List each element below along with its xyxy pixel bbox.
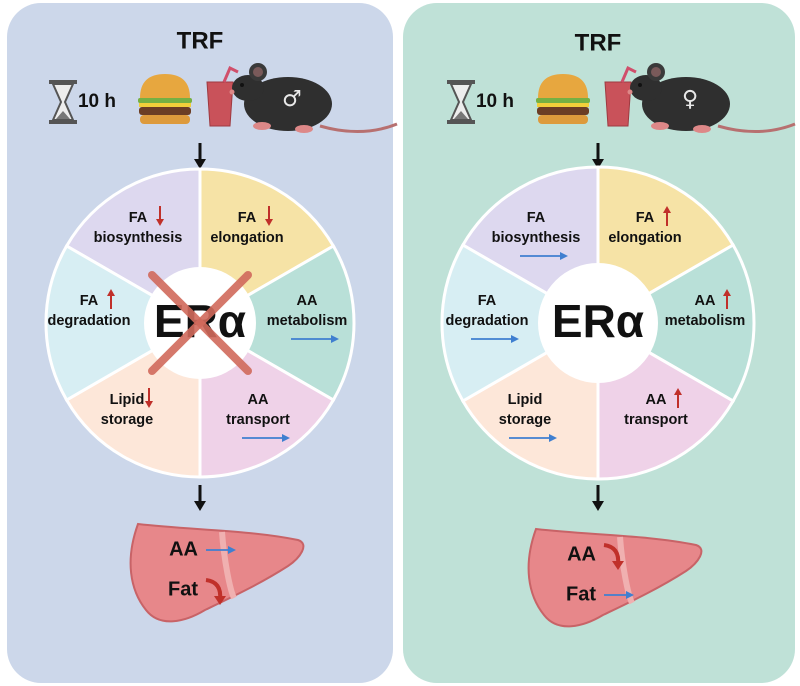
no-change-arrow: [520, 252, 568, 260]
segment-label-line2: biosynthesis: [492, 230, 581, 246]
burger-icon: [138, 74, 192, 124]
segment-label-line2: metabolism: [665, 313, 746, 329]
flow-arrow: [592, 485, 604, 511]
down-regulated-arrow: [265, 206, 273, 226]
up-regulated-arrow: [674, 388, 682, 408]
segment-label-line2: biosynthesis: [94, 230, 183, 246]
segment-label-line2: storage: [101, 412, 153, 428]
liver-fat-no-change-arrow: [604, 591, 634, 599]
segment-label-line1: FA: [636, 210, 655, 226]
drink-icon: [604, 65, 637, 127]
liver-aa-label: AA: [169, 538, 198, 560]
segment-aa-metabolism: AA metabolism: [594, 242, 756, 404]
segment-label-line2: storage: [499, 412, 551, 428]
era-hub: ERα: [538, 263, 658, 383]
panel-title: TRF: [575, 29, 622, 56]
no-change-arrow: [509, 434, 557, 442]
segment-fa-degradation: FA degradation: [44, 243, 203, 403]
up-regulated-arrow: [663, 206, 671, 226]
segment-label-line1: FA: [238, 210, 257, 226]
segment-label-line1: AA: [695, 293, 716, 309]
no-change-arrow: [291, 335, 339, 343]
segment-label-line2: elongation: [210, 230, 283, 246]
segment-label-line1: Lipid: [110, 392, 145, 408]
drink-icon: [206, 65, 239, 127]
segment-label-line1: AA: [646, 392, 667, 408]
fasting-duration: 10 h: [476, 91, 514, 112]
segment-label-line1: AA: [297, 293, 318, 309]
era-hub: ERα: [144, 267, 256, 379]
mouse-icon: ♀: [627, 63, 796, 134]
liver-fat-label: Fat: [168, 578, 198, 600]
up-regulated-arrow: [723, 289, 731, 309]
segment-label-line2: elongation: [608, 230, 681, 246]
segment-label-line2: transport: [226, 412, 290, 428]
flow-arrow: [194, 143, 206, 169]
segment-label-line2: degradation: [446, 313, 529, 329]
segment-label-line2: transport: [624, 412, 688, 428]
flow-arrow: [592, 143, 604, 169]
liver-aa-down-arrow: [603, 543, 624, 570]
segment-fa-degradation: FA degradation: [440, 242, 602, 404]
panel-title: TRF: [177, 27, 224, 54]
sex-symbol: ♂: [282, 87, 302, 112]
pathway-wheel: FAbiosynthesisFAelongationAAmetabolismAA…: [440, 165, 756, 481]
down-regulated-arrow: [145, 388, 153, 408]
no-change-arrow: [242, 434, 290, 442]
segment-label-line2: metabolism: [267, 313, 348, 329]
liver-fat-down-arrow: [205, 578, 226, 605]
liver-icon: [129, 522, 305, 623]
liver-icon: [527, 527, 703, 628]
up-regulated-arrow: [107, 289, 115, 309]
pathway-wheel: FAbiosynthesisFAelongationAAmetabolismAA…: [44, 167, 356, 479]
liver-aa-label: AA: [567, 543, 596, 565]
burger-icon: [536, 74, 590, 124]
segment-aa-metabolism: AA metabolism: [196, 243, 356, 403]
hourglass-icon: [49, 80, 77, 124]
segment-label-line1: AA: [248, 392, 269, 408]
sex-symbol: ♀: [682, 87, 698, 112]
segment-label-line1: FA: [527, 210, 546, 226]
segment-label-line1: FA: [129, 210, 148, 226]
fasting-duration: 10 h: [78, 91, 116, 112]
knockout-cross-icon: [148, 271, 252, 375]
down-regulated-arrow: [156, 206, 164, 226]
no-change-arrow: [471, 335, 519, 343]
segment-label-line1: Lipid: [508, 392, 543, 408]
segment-label-line1: FA: [478, 293, 497, 309]
segment-label-line2: degradation: [48, 313, 131, 329]
segment-label-line1: FA: [80, 293, 99, 309]
hourglass-icon: [447, 80, 475, 124]
mouse-icon: ♂: [229, 63, 398, 134]
flow-arrow: [194, 485, 206, 511]
liver-fat-label: Fat: [566, 583, 596, 605]
liver-aa-no-change-arrow: [206, 546, 236, 554]
era-label: ERα: [552, 295, 644, 347]
